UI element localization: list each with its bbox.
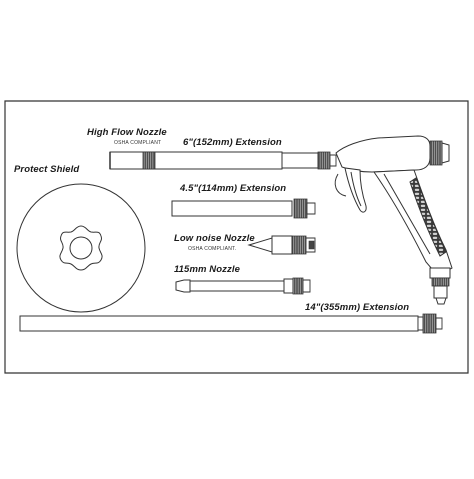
blow-gun xyxy=(335,136,452,304)
blow-gun-grip xyxy=(410,178,446,256)
protect-shield xyxy=(17,184,145,312)
blow-gun-cap-knurl xyxy=(430,141,442,165)
extension-14in xyxy=(20,314,442,333)
label-nozzle-115mm: 115mm Nozzle xyxy=(174,264,240,275)
extension-4-5in xyxy=(172,199,315,218)
high-flow-nozzle-knurl xyxy=(143,152,155,169)
label-extension-4-5in: 4.5"(114mm) Extension xyxy=(180,183,287,194)
extension-14in-knurl xyxy=(423,314,436,333)
nozzle-115mm-knurl xyxy=(293,278,303,294)
label-protect-shield: Protect Shield xyxy=(14,164,80,175)
nozzle-115mm xyxy=(176,278,310,294)
extension-6in-with-high-flow-nozzle xyxy=(110,152,336,169)
label-low-noise-nozzle: Low noise Nozzle xyxy=(174,233,255,244)
extension-6in-knurl xyxy=(318,152,330,169)
label-high-flow-nozzle: High Flow Nozzle xyxy=(87,127,167,138)
case-outline xyxy=(5,101,468,373)
extension-4-5in-knurl xyxy=(294,199,307,218)
label-low-noise-osha: OSHA COMPLIANT. xyxy=(188,246,237,252)
low-noise-nozzle xyxy=(249,236,315,254)
label-high-flow-osha: OSHA COMPLIANT xyxy=(114,140,162,146)
low-noise-nozzle-knurl xyxy=(292,236,306,254)
label-extension-14in: 14"(355mm) Extension xyxy=(305,302,410,313)
label-extension-6in: 6"(152mm) Extension xyxy=(183,137,282,148)
